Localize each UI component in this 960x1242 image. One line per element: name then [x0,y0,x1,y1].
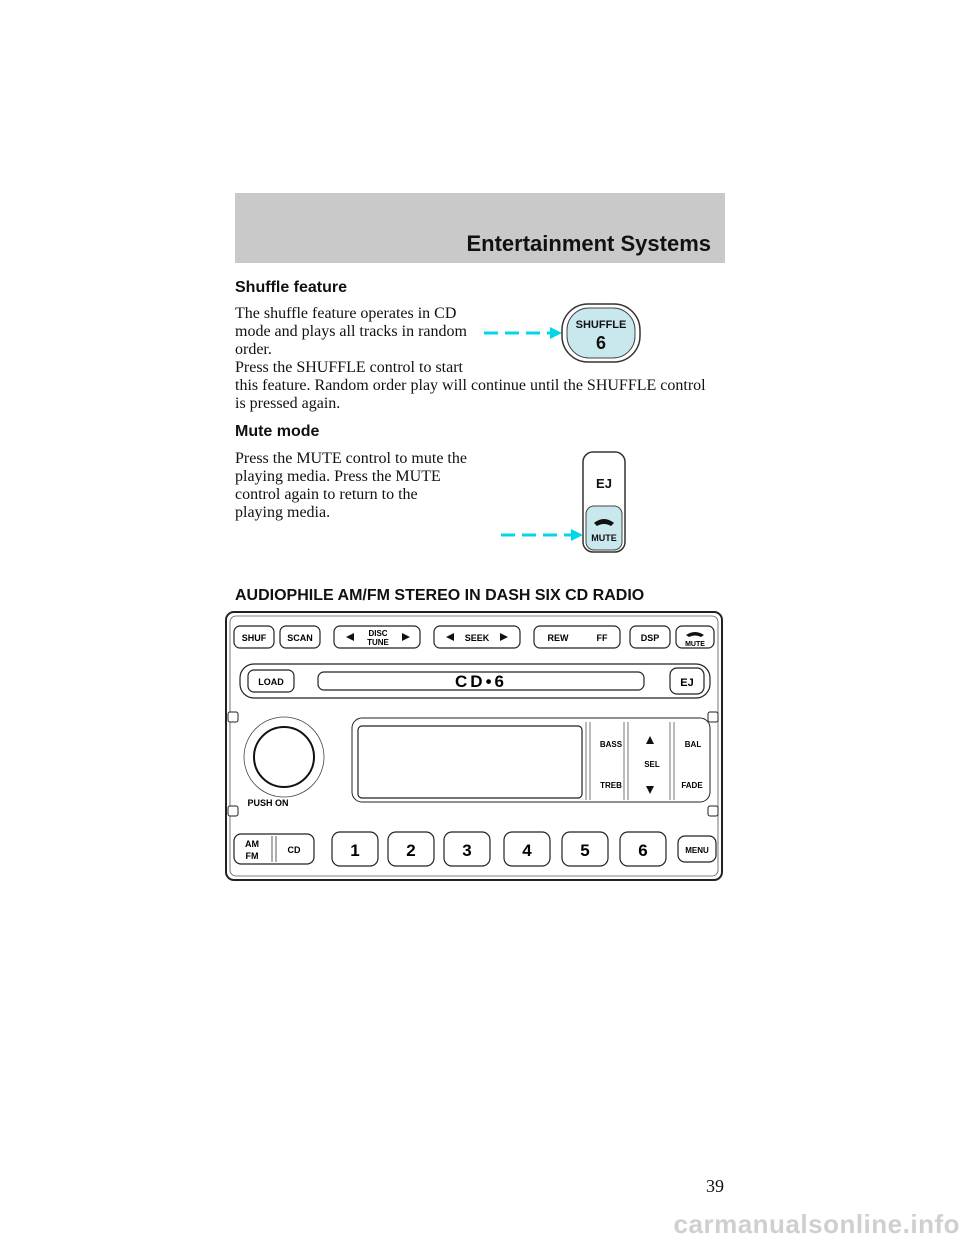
volume-knob: PUSH ON [243,716,325,808]
svg-text:FF: FF [597,633,608,643]
svg-text:DISC: DISC [368,629,387,638]
disc-tune-button: DISC TUNE [333,625,421,649]
ej-button: EJ [669,667,705,695]
footer-watermark: carmanualsonline.info [673,1209,960,1239]
shuffle-paragraph-1: The shuffle feature operates in CD mode … [235,305,495,359]
shuffle-paragraph-2: Press the SHUFFLE control to start this … [235,359,735,413]
svg-text:1: 1 [350,841,359,860]
scan-button: SCAN [279,625,321,649]
svg-text:SEL: SEL [644,760,660,769]
svg-text:SHUF: SHUF [242,633,267,643]
svg-text:TUNE: TUNE [367,638,389,647]
svg-text:CD: CD [288,845,301,855]
svg-text:BASS: BASS [600,740,623,749]
svg-text:EJ: EJ [680,677,693,689]
preset-button-5: 5 [561,831,609,867]
mute-section-title: Mute mode [235,423,320,440]
seek-button: SEEK [433,625,521,649]
pointer-arrow-shuffle [484,327,562,339]
svg-text:3: 3 [462,841,471,860]
cd-slot [317,671,645,691]
preset-button-6: 6 [619,831,667,867]
svg-text:6: 6 [638,841,647,860]
page-number: 39 [706,1176,724,1196]
phone-icon [686,632,704,637]
text-line: Press the SHUFFLE control to start [235,359,463,376]
text-line: order. [235,341,272,358]
svg-text:LOAD: LOAD [258,677,284,687]
page-header-title: Entertainment Systems [466,231,711,256]
pointer-arrow-mute [501,529,583,541]
svg-text:MENU: MENU [685,846,709,855]
mute-button: MUTE [675,625,715,649]
shuffle-button-illustration: SHUFFLE 6 [484,303,641,363]
dsp-button: DSP [629,625,671,649]
text-line: Press the MUTE control to mute the [235,450,467,467]
svg-text:BAL: BAL [685,740,702,749]
push-on-label: PUSH ON [247,798,288,808]
text-line: mode and plays all tracks in random [235,323,467,340]
svg-text:SEEK: SEEK [465,633,490,643]
text-line: playing media. Press the MUTE [235,468,441,485]
bass-treb-rocker: BASS TREB [585,722,629,800]
preset-button-4: 4 [503,831,551,867]
text-line: is pressed again. [235,395,341,412]
shuffle-section-title: Shuffle feature [235,279,348,296]
header-band: Entertainment Systems [235,193,725,263]
preset-button-3: 3 [443,831,491,867]
ej-label: EJ [596,476,612,491]
menu-button: MENU [677,835,717,863]
svg-text:5: 5 [580,841,589,860]
preset-button-2: 2 [387,831,435,867]
text-line: this feature. Random order play will con… [235,377,706,394]
cd6-logo: CD•6 [455,672,507,691]
rew-ff-button: REW FF [533,625,621,649]
bal-fade-rocker: BAL FADE [669,722,703,800]
svg-text:MUTE: MUTE [685,641,705,648]
radio-faceplate: SHUF SCAN DISC TUNE SEEK REW FF DSP MUTE… [225,611,723,881]
load-button: LOAD [247,669,295,693]
am-fm-cd-button: AM FM CD [233,833,315,865]
svg-text:SCAN: SCAN [287,633,313,643]
phone-icon [594,519,614,526]
mute-button-illustration: EJ MUTE [501,451,626,553]
sel-rocker: SEL [644,736,660,794]
svg-text:REW: REW [548,633,570,643]
display-window [357,725,583,799]
shuffle-button-label: SHUFFLE [576,319,627,331]
svg-text:DSP: DSP [641,633,660,643]
mute-paragraph: Press the MUTE control to mute the playi… [235,450,495,522]
svg-text:4: 4 [522,841,532,860]
text-line: The shuffle feature operates in CD [235,305,457,322]
text-line: playing media. [235,504,331,521]
svg-text:FM: FM [246,851,259,861]
preset-button-1: 1 [331,831,379,867]
text-line: control again to return to the [235,486,418,503]
shuffle-button-number: 6 [596,333,606,353]
svg-text:AM: AM [245,839,259,849]
svg-text:2: 2 [406,841,415,860]
shuf-button: SHUF [233,625,275,649]
radio-section-title: AUDIOPHILE AM/FM STEREO IN DASH SIX CD R… [235,587,645,604]
mute-label: MUTE [591,533,617,543]
svg-text:FADE: FADE [681,781,703,790]
svg-text:TREB: TREB [600,781,622,790]
